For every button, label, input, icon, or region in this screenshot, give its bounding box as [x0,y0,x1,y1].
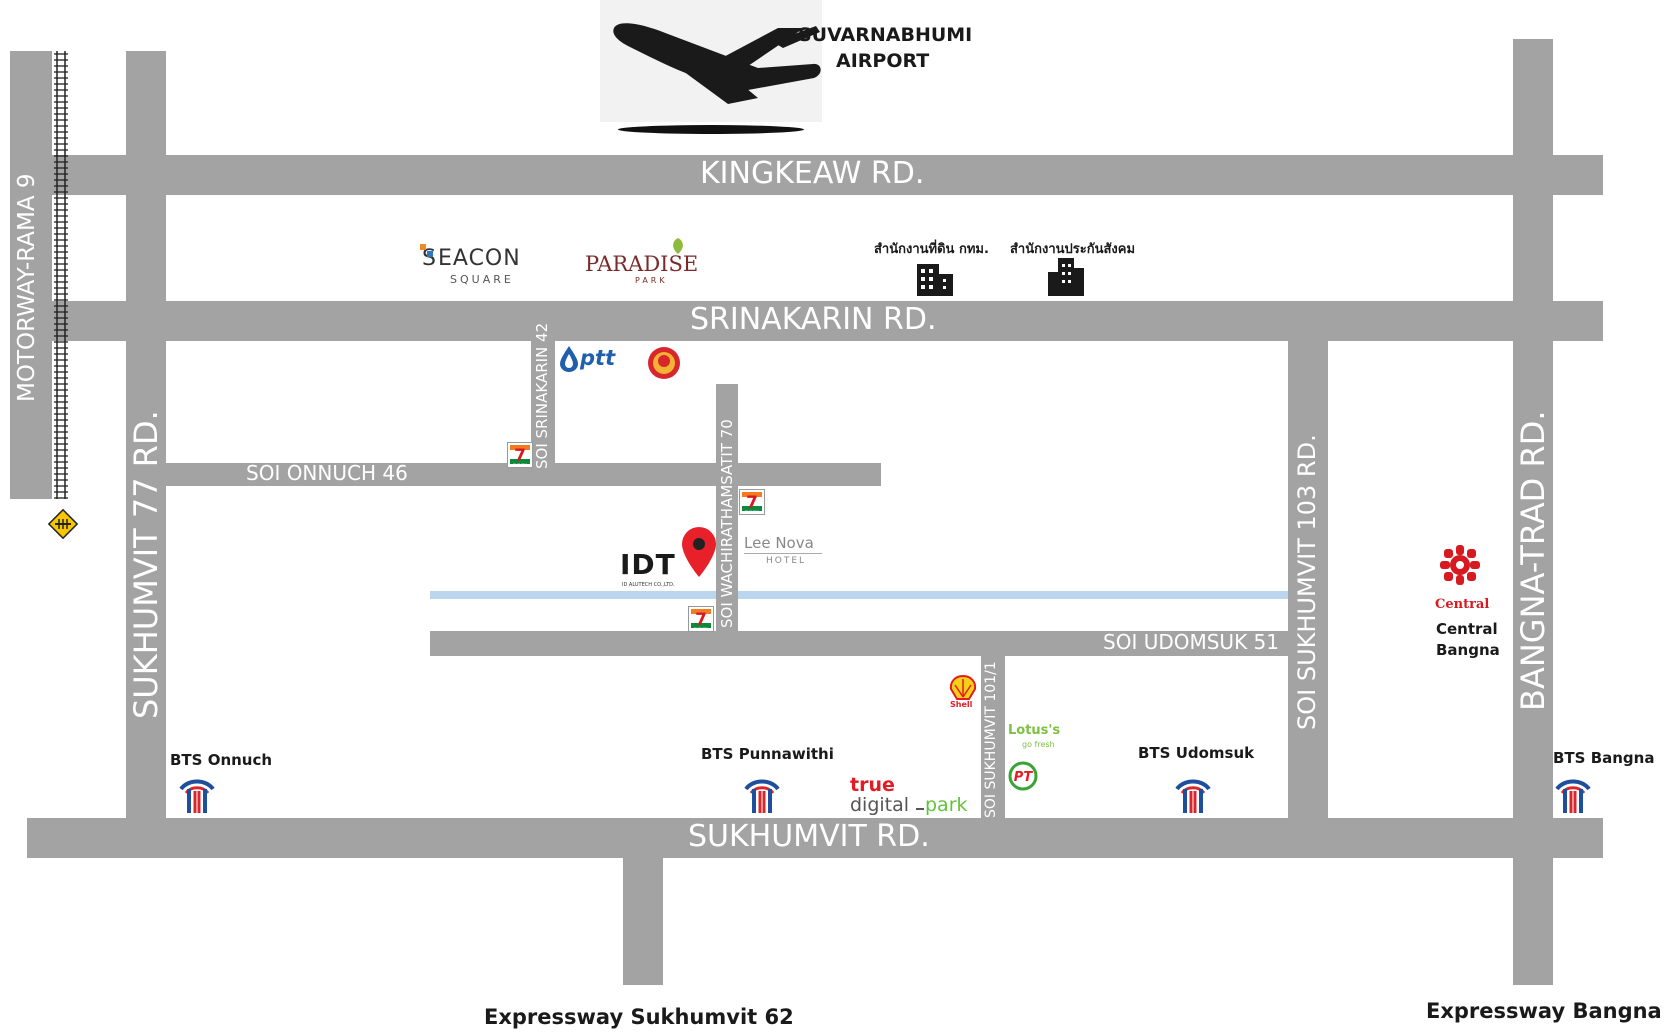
central-bangna-label-line1: Central [1436,620,1498,638]
location-pin-icon [682,527,716,577]
digital-label: digital [850,794,910,816]
svg-text:PT: PT [1014,770,1034,785]
lotus-name: Lotus's [1008,723,1061,738]
soi-udomsuk-51-label: SOI UDOMSUK 51 [1103,630,1279,654]
motorway-rama9-label: MOTORWAY-RAMA 9 [14,173,40,402]
idt-name: IDT [620,548,676,581]
sukhumvit-77-label: SUKHUMVIT 77 RD. [127,410,165,719]
airport-label-line2: AIRPORT [836,50,930,72]
svg-text:ELEVEN: ELEVEN [745,510,759,514]
paradise-park-name: PARADISE [585,252,699,276]
bts-onnuch-label: BTS Onnuch [170,751,273,769]
lee-nova-hotel-logo: Lee Nova HOTEL [744,534,834,568]
building-icon [917,264,953,296]
bangna-trad-road [1513,39,1553,985]
soi-srinakarin-42-label: SOI SRINAKARIN 42 [533,322,551,469]
expressway-sukhumvit62-label: Expressway Sukhumvit 62 [484,1005,794,1029]
railway-track [54,51,68,499]
park-label: park [925,794,968,816]
central-logo-text: Central [1435,597,1490,612]
motorway-rama9-road [10,51,52,499]
pt-station-icon: PT [1008,761,1038,791]
soi-udomsuk-51-road [430,631,1293,656]
land-office-label: สำนักงานที่ดิน กทม. [874,242,989,257]
airport-label-line1: SUVARNABHUMI [798,24,973,46]
bts-udomsuk-label: BTS Udomsuk [1138,744,1255,762]
svg-text:ELEVEN: ELEVEN [694,627,708,631]
railway-crossing-icon [47,508,79,540]
soi-onnuch-46-road [165,463,881,486]
ptt-label: ptt [580,346,616,370]
shell-label: Shell [950,700,973,709]
lotus-sub: go fresh [1022,740,1055,749]
kingkeaw-road [10,155,1603,195]
lee-nova-name: Lee Nova [744,534,814,552]
srinakarin-road-label: SRINAKARIN RD. [690,302,937,337]
lee-nova-sub: HOTEL [766,556,807,566]
sukhumvit-road [27,818,1603,858]
svg-text:7: 7 [746,493,758,513]
central-bangna-label-line2: Bangna [1436,641,1500,659]
lee-nova-divider [744,553,822,554]
seacon-dot-blue [427,251,433,257]
leaf-icon [673,238,683,254]
sukhumvit-road-label: SUKHUMVIT RD. [688,819,930,854]
soi-srinakarin-42-road [531,301,555,486]
seacon-square-name: EACON [438,246,521,271]
seacon-square-sub: SQUARE [450,273,514,286]
soi-wachirathamsatit-70-road [716,384,738,631]
soi-sukhumvit-103-label: SOI SUKHUMVIT 103 RD. [1293,434,1321,730]
paradise-park-logo: PARADISE PARK [585,238,711,290]
runway-shadow [618,125,804,134]
svg-text:ELEVEN: ELEVEN [513,463,527,467]
srinakarin-road [10,301,1603,341]
svg-text:7: 7 [695,610,707,630]
underscore-mark [916,808,924,810]
expressway-bangna-label: Expressway Bangna [1426,999,1662,1023]
seacon-square-logo: S EACON SQUARE [420,244,540,288]
seacon-dot-orange [420,244,426,250]
airplane-icon [613,23,821,104]
idt-sub: ID ALUTECH CO.,LTD. [622,582,675,588]
kingkeaw-road-label: KINGKEAW RD. [700,156,925,191]
ptt-drop-icon [560,346,578,372]
central-logo-icon [1440,545,1480,585]
true-digital-park-logo: true digital park [850,774,980,816]
bts-punnawithi-label: BTS Punnawithi [701,745,834,763]
bangna-trad-label: BANGNA-TRAD RD. [1514,410,1552,711]
bts-bangna-label: BTS Bangna [1553,749,1655,767]
paradise-park-sub: PARK [635,276,668,285]
sukhumvit-77-road [126,51,166,818]
bts-icon [178,777,216,820]
bts-icon [1554,777,1592,820]
social-security-label: สำนักงานประกันสังคม [1010,242,1136,257]
bts-icon [743,777,781,820]
expressway-sukhumvit62-road [623,858,663,985]
idt-logo: IDT ID ALUTECH CO.,LTD. [620,548,690,588]
bts-icon [1174,777,1212,820]
office-tower-icon [1048,258,1084,296]
soi-sukhumvit-101-1-label: SOI SUKHUMVIT 101/1 [983,661,999,818]
soi-sukhumvit-101-1-road [981,656,1005,818]
restaurant-badge-icon [648,347,680,379]
shell-icon [949,675,977,700]
true-label: true [850,774,895,796]
soi-sukhumvit-103-road [1288,341,1328,818]
svg-text:7: 7 [514,446,526,466]
lotus-logo: Lotus's go fresh [1008,723,1074,755]
soi-onnuch-46-label: SOI ONNUCH 46 [246,461,408,485]
canal [430,591,1293,599]
soi-wachirathamsatit-70-label: SOI WACHIRATHAMSATIT 70 [718,419,736,628]
